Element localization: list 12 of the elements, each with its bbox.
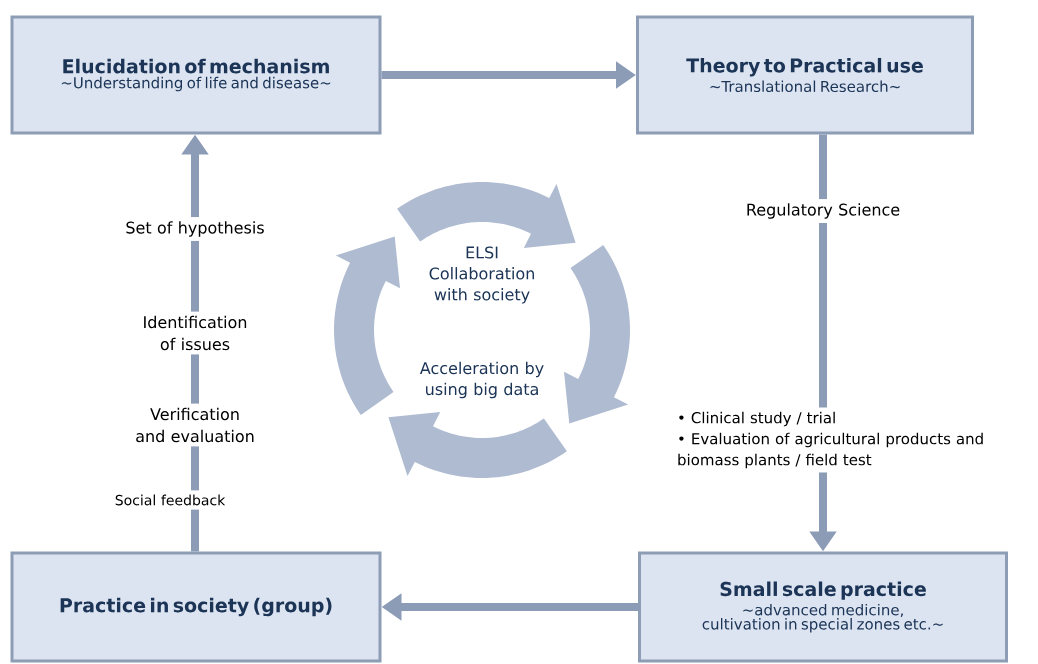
cycle-label: ELSI Collaboration with society <box>429 246 534 304</box>
stage-box: Small scale practice ∼advanced medicine, cultivation in special zones etc.∼ <box>638 551 1008 663</box>
step-text: Regulatory Science <box>747 203 900 219</box>
step-text: Social feedback <box>115 494 226 506</box>
stage-box: Elucidation of mechanism ∼Understanding of life and disease∼ <box>10 15 382 135</box>
step-text: Set of hypothesis <box>126 221 264 237</box>
step-text: Verification and evaluation <box>136 407 254 443</box>
stage-box: Practice in society (group) <box>10 551 382 663</box>
stage-box: Theory to Practical use ∼Translational Research∼ <box>636 15 974 135</box>
bullet-list: • Clinical study / trial • Evaluation of agricultural products and biomass plants / field test <box>678 411 983 469</box>
step-text: Identification of issues <box>144 315 247 351</box>
cycle-label: Acceleration by using big data <box>419 361 544 399</box>
